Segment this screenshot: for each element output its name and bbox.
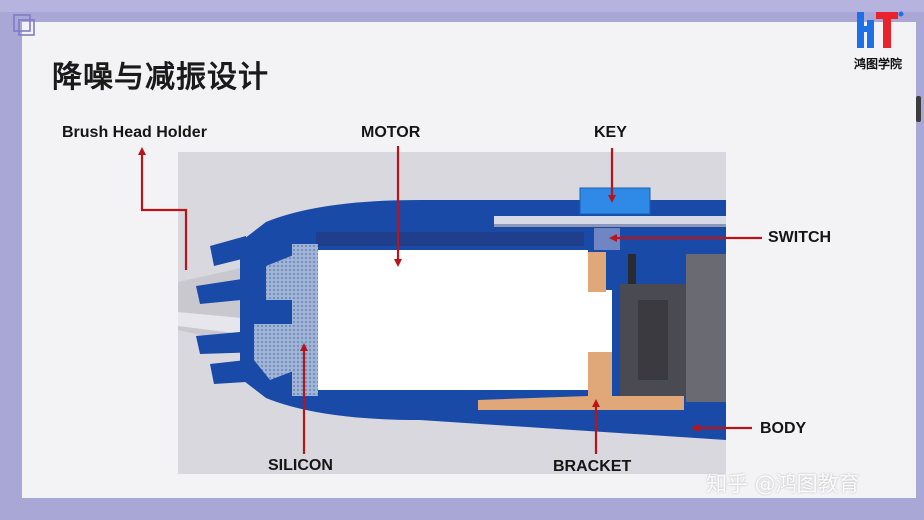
silicon-damper — [292, 244, 318, 396]
brush-head-holder-upper — [210, 236, 246, 266]
brush-head-holder-upper-2 — [196, 276, 262, 304]
pcb-inner — [638, 300, 668, 380]
brand-logo-text: 鸿图学院 — [853, 57, 902, 71]
brand-logo-mark-icon — [857, 11, 904, 48]
brush-head-holder-lower-2 — [210, 360, 246, 384]
brush-head-holder-lower — [196, 330, 262, 354]
brush-shaft-highlight — [178, 312, 242, 334]
pcb-side-panel — [686, 254, 726, 402]
switch-rail — [494, 216, 726, 224]
motor-cavity — [318, 250, 588, 390]
label-brush-head-holder: Brush Head Holder — [62, 124, 207, 141]
bracket-lower — [478, 352, 684, 410]
scrollbar-handle[interactable] — [916, 96, 921, 122]
brand-logo: 鸿图学院 — [846, 8, 910, 72]
slide-title: 降噪与减振设计 — [52, 60, 269, 95]
silicon-damper-front-upper — [266, 254, 296, 300]
watermark: 知乎 @鸿图教育 — [706, 472, 860, 496]
label-motor: MOTOR — [361, 124, 421, 141]
label-bracket: BRACKET — [553, 458, 632, 475]
bracket — [588, 252, 606, 292]
switch-contact — [594, 228, 620, 250]
window-corner-icon — [13, 14, 35, 36]
switch-pin — [628, 254, 636, 284]
label-body: BODY — [760, 420, 807, 437]
label-switch: SWITCH — [768, 229, 832, 246]
brush-head-holder-arrow — [138, 147, 188, 270]
key-button — [579, 187, 651, 215]
label-key: KEY — [594, 124, 627, 141]
motor-end-slot — [588, 290, 612, 352]
label-silicon: SILICON — [268, 457, 333, 474]
window-top-strip — [0, 0, 924, 12]
silicon-damper-front — [254, 324, 296, 380]
inner-wall — [316, 232, 584, 246]
switch-rail-edge — [494, 224, 726, 227]
